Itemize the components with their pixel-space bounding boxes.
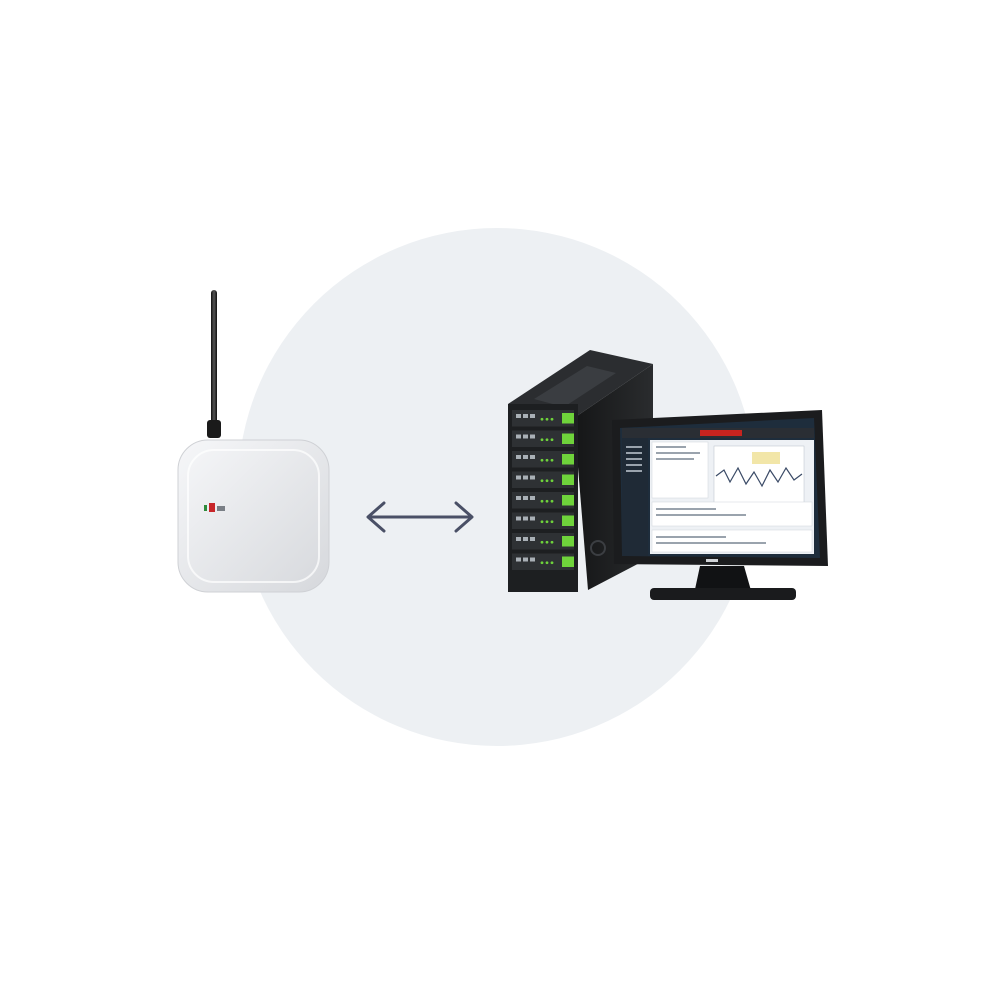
gateway-bevel (187, 449, 320, 583)
power-icon (590, 540, 606, 556)
server-led (562, 474, 574, 485)
gateway-body (177, 439, 330, 593)
server-vent (534, 366, 616, 407)
screen-title-bar (700, 430, 742, 436)
monitor-brand-mark (706, 559, 718, 562)
gateway-logo (204, 503, 225, 512)
antenna-base (207, 420, 221, 438)
antenna (211, 290, 217, 425)
server-led (562, 454, 574, 465)
server-led (562, 433, 574, 444)
server-unit (512, 512, 574, 529)
server-unit (512, 553, 574, 570)
screen-sidebar (622, 438, 648, 556)
server-led (562, 515, 574, 526)
monitor-stand (650, 588, 796, 600)
screen-content (622, 428, 814, 556)
server-unit (512, 471, 574, 488)
monitor-icon (612, 410, 828, 600)
double-arrow-icon (366, 501, 474, 533)
server-led (562, 556, 574, 567)
server-unit (512, 410, 574, 427)
wireless-gateway-icon (177, 290, 330, 593)
server-unit (512, 533, 574, 550)
server-unit (512, 430, 574, 447)
server-units (512, 410, 574, 570)
server-unit (512, 451, 574, 468)
server-led (562, 413, 574, 424)
server-led (562, 495, 574, 506)
server-unit (512, 492, 574, 509)
server-led (562, 536, 574, 547)
waveform-line (715, 466, 803, 488)
monitor-neck (694, 566, 752, 594)
